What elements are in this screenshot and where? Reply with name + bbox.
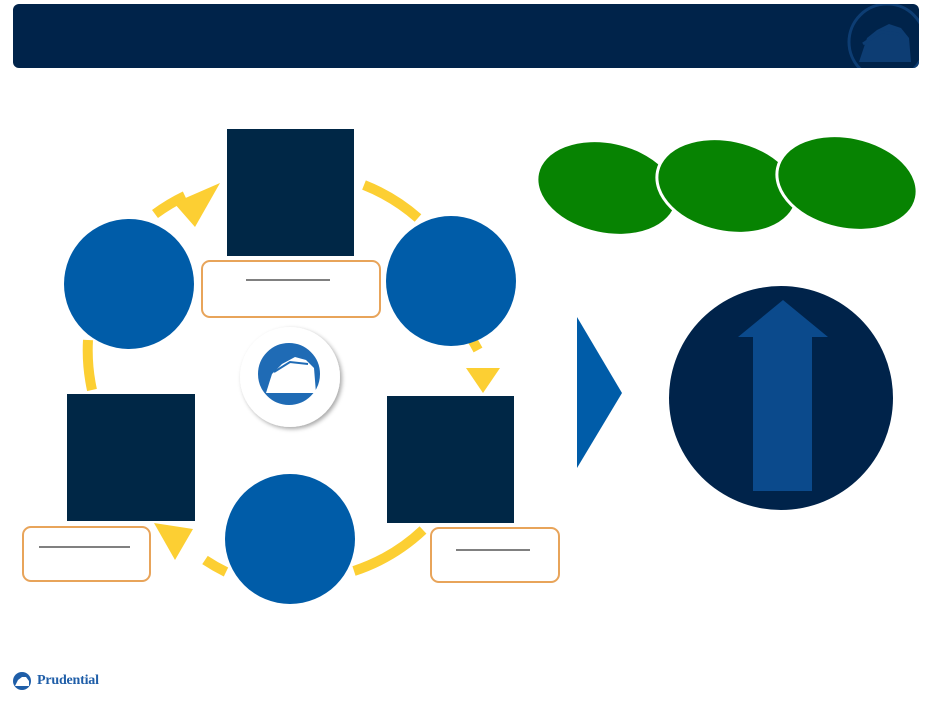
rock-logo-icon [240, 327, 340, 427]
cycle-arrow-right [466, 368, 500, 393]
cycle-box-right [387, 396, 514, 523]
cycle-box-top [227, 129, 354, 256]
rock-logo-icon [847, 4, 919, 68]
brand-name: Prudential [37, 673, 99, 688]
outcome-ellipse-3 [775, 134, 919, 232]
cycle-circle-left [64, 219, 194, 349]
label-box-top [201, 260, 381, 318]
cycle-circle-bottom [225, 474, 355, 604]
cycle-arrow-bottom [154, 523, 193, 560]
title-bar [13, 4, 919, 68]
rock-logo-icon [13, 672, 31, 690]
footer-logo: Prudential [12, 671, 99, 691]
cycle-ring [82, 180, 483, 577]
cycle-arrow-top [174, 183, 220, 227]
flow-chevron [577, 317, 622, 468]
up-arrow-icon [738, 300, 828, 491]
cycle-box-left [67, 394, 195, 521]
label-box-right [430, 527, 560, 583]
cycle-circle-right [386, 216, 516, 346]
label-box-left [22, 526, 151, 582]
